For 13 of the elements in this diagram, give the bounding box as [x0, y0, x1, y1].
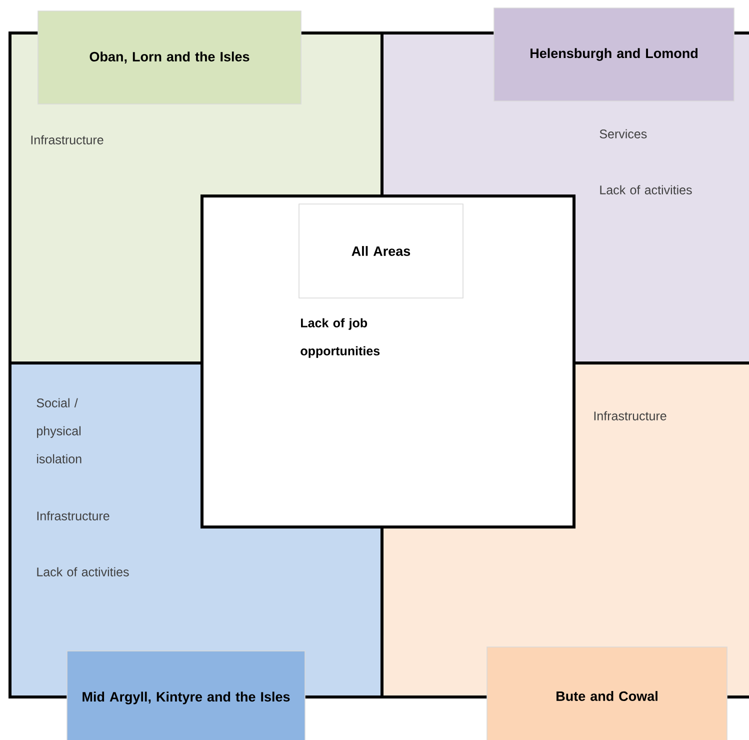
issue-text: Lack of job opportunities	[300, 318, 380, 358]
heading-tab: Mid Argyll, Kintyre and the Isles	[66, 650, 306, 740]
heading-tab: Oban, Lorn and the Isles	[38, 10, 302, 104]
issue-text: Social / physical isolation	[36, 398, 82, 464]
issue-text: Infrastructure	[594, 411, 666, 420]
issue-text: Services	[600, 129, 647, 138]
heading-tab: Helensburgh and Lomond	[494, 8, 734, 102]
issue-text: Infrastructure	[31, 135, 104, 144]
heading-tab: All Areas	[298, 204, 464, 298]
issue-text: Lack of activities	[600, 185, 692, 194]
issue-text: Lack of activities	[37, 567, 129, 576]
issue-text: Infrastructure	[37, 511, 110, 520]
heading-tab: Bute and Cowal	[486, 646, 728, 740]
